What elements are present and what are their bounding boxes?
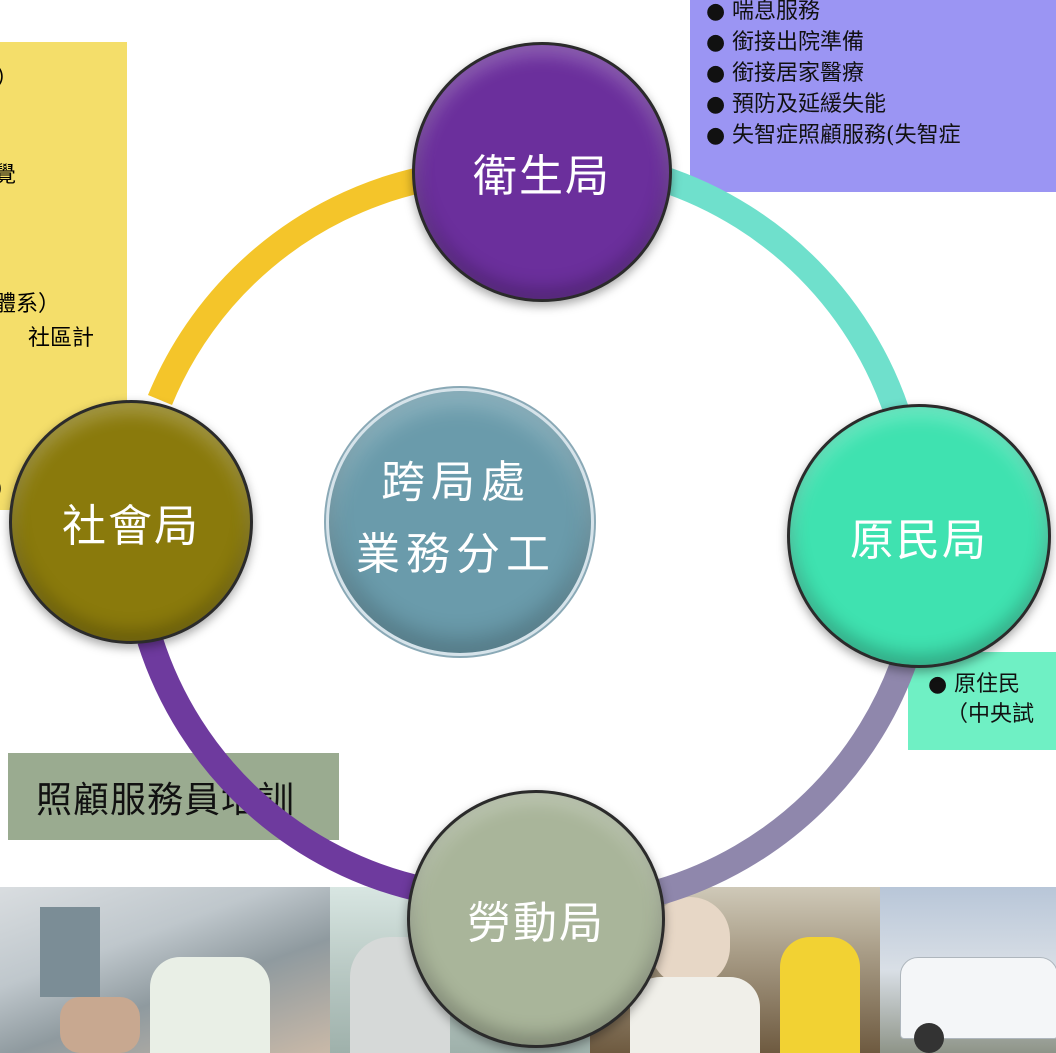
indigenous-box-line: （中央試 — [946, 702, 1035, 727]
list-item: 預防及延緩失能 — [706, 89, 961, 120]
social-bureau-label: 社會局 — [62, 501, 200, 552]
health-services-list: 喘息服務 銜接出院準備 銜接居家醫療 預防及延緩失能 失智症照顧服務(失智症 — [706, 0, 961, 151]
list-item: 銜接出院準備 — [706, 27, 961, 58]
caregiver-training-label: 照顧服務員培訓 — [8, 753, 339, 840]
social-box-fragment: ） — [0, 60, 18, 92]
indigenous-services-box: ●原住民 （中央試 — [908, 652, 1056, 750]
connector-indigenous-labor — [656, 646, 921, 905]
care-photo-1 — [0, 887, 330, 1053]
cross-bureau-center-label: 跨局處 業務分工 — [325, 388, 587, 650]
social-box-fragment: 體系） — [0, 292, 61, 317]
list-item: 失智症照顧服務(失智症 — [706, 120, 961, 151]
center-line-1: 跨局處 — [381, 457, 531, 508]
labor-bureau-label: 勞動局 — [467, 898, 605, 949]
cross-bureau-center — [326, 388, 594, 656]
health-bureau-label: 衛生局 — [473, 151, 611, 202]
care-photo-4 — [880, 887, 1056, 1053]
indigenous-box-line: ●原住民 — [928, 672, 1021, 697]
connector-health-indigenous — [655, 165, 918, 444]
node-labor-bureau: 勞動局 — [407, 790, 665, 1048]
node-social-bureau: 社會局 — [9, 400, 253, 644]
connector-social-health — [147, 167, 423, 405]
health-services-box: 喘息服務 銜接出院準備 銜接居家醫療 預防及延緩失能 失智症照顧服務(失智症 — [690, 0, 1056, 192]
list-item: 銜接居家醫療 — [706, 58, 961, 89]
center-line-2: 業務分工 — [356, 529, 556, 580]
connector-labor-social — [137, 636, 428, 903]
social-box-fragment: 社區計 — [28, 326, 95, 351]
node-indigenous-bureau: 原民局 — [787, 404, 1051, 668]
indigenous-bureau-label: 原民局 — [850, 515, 988, 566]
list-item: 喘息服務 — [706, 0, 961, 27]
node-health-bureau: 衛生局 — [412, 42, 672, 302]
social-box-fragment: 覺 — [0, 163, 17, 188]
